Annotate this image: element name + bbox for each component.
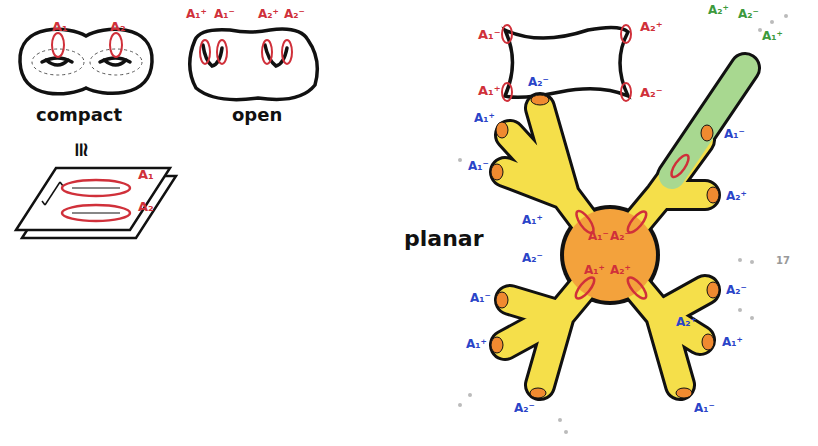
boundary-label: A₁⁻ bbox=[478, 28, 501, 41]
boundary-label: A₁⁻ bbox=[470, 292, 491, 304]
boundary-label: A₂⁻ bbox=[514, 402, 535, 414]
boundary-label: A₁⁺ bbox=[466, 338, 487, 350]
boundary-label: A₂⁺ bbox=[610, 264, 631, 276]
boundary-label: A₁⁻ bbox=[588, 230, 609, 242]
boundary-label: A₁⁺ bbox=[522, 214, 543, 226]
boundary-label: A₂⁻ bbox=[640, 86, 663, 99]
boundary-label: A₂⁻ bbox=[522, 252, 543, 264]
page-number: 17 bbox=[776, 256, 790, 266]
boundary-label: A₂⁺ bbox=[708, 4, 729, 16]
boundary-label: A₁⁺ bbox=[762, 30, 783, 42]
cycle-label: A₁ bbox=[138, 168, 154, 181]
equivalence-symbol: ≅ bbox=[72, 142, 92, 159]
boundary-label: A₂⁻ bbox=[726, 284, 747, 296]
cycle-label: A₂ bbox=[138, 200, 154, 213]
surface-caption: open bbox=[232, 106, 282, 124]
boundary-label: A₁⁺ bbox=[474, 112, 495, 124]
boundary-label: A₁⁺ bbox=[722, 336, 743, 348]
boundary-label: A₁⁻ bbox=[214, 8, 235, 20]
boundary-label: A₂⁻ bbox=[738, 8, 759, 20]
boundary-label: A₂⁻ bbox=[284, 8, 305, 20]
boundary-label: A₁⁻ bbox=[694, 402, 715, 414]
boundary-label: A₂⁺ bbox=[640, 20, 663, 33]
boundary-label: A₂⁻ bbox=[528, 76, 549, 88]
cycle-label: A₁ bbox=[52, 20, 68, 33]
boundary-label: A₂⁻ bbox=[610, 230, 631, 242]
boundary-label: A₁⁺ bbox=[584, 264, 605, 276]
boundary-label: A₁⁺ bbox=[478, 84, 501, 97]
boundary-label: A₁⁻ bbox=[468, 160, 489, 172]
boundary-label: A₂⁺ bbox=[726, 190, 747, 202]
cycle-label: A₂ bbox=[110, 20, 126, 33]
boundary-label: A₁⁺ bbox=[186, 8, 207, 20]
boundary-label: A₁⁻ bbox=[724, 128, 745, 140]
boundary-label: A₂⁺ bbox=[676, 316, 697, 328]
surface-caption: planar bbox=[404, 228, 484, 250]
boundary-label: A₂⁺ bbox=[258, 8, 279, 20]
surface-caption: compact bbox=[36, 106, 122, 124]
